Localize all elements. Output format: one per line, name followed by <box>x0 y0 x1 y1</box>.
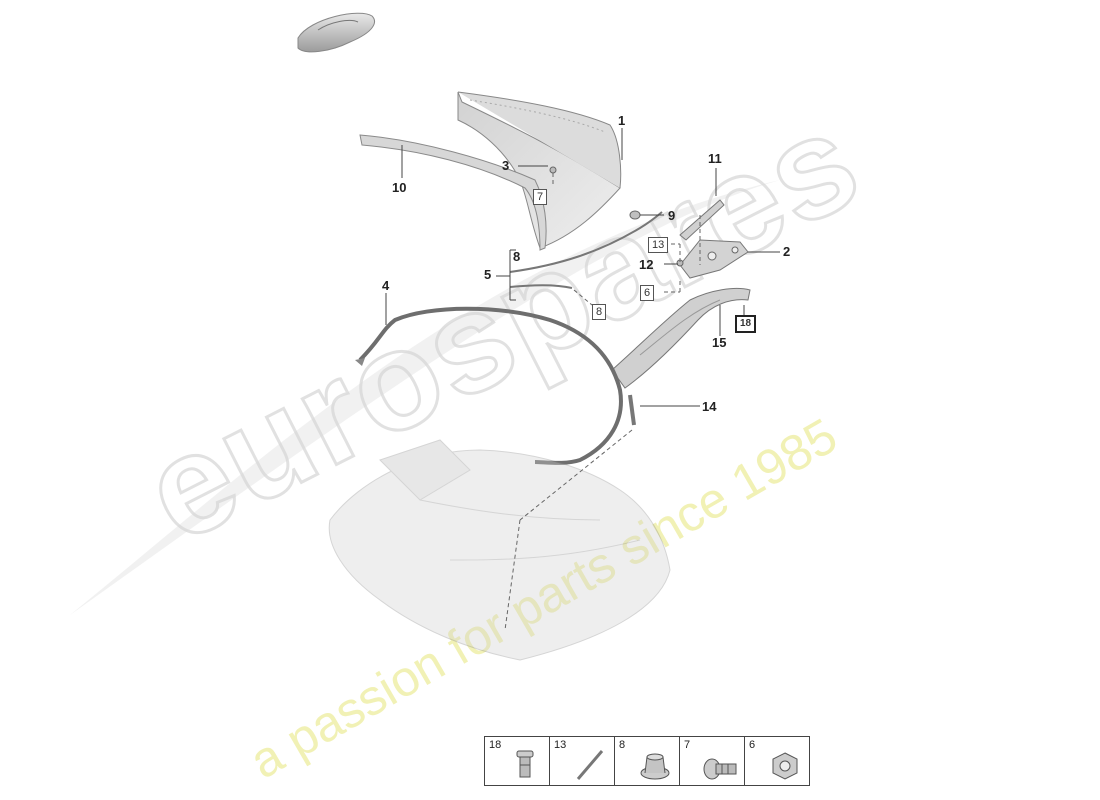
callout-10: 10 <box>392 180 407 195</box>
callout-9: 9 <box>668 208 676 223</box>
legend-cell-7: 7 <box>680 737 745 785</box>
part-15-hinge-cover <box>611 287 751 389</box>
legend-number: 6 <box>749 739 756 751</box>
part-8-seal-lower <box>509 284 573 289</box>
part-11-hinge-bracket <box>679 199 725 241</box>
part-front-lid <box>457 91 622 249</box>
legend-number: 7 <box>684 739 691 751</box>
fastener-legend: 18 13 8 7 <box>484 736 810 786</box>
part-seal-strip <box>359 134 547 251</box>
callout-5: 5 <box>484 267 492 282</box>
legend-number: 18 <box>489 739 502 751</box>
rod-icon <box>576 750 604 780</box>
part-14-rod <box>628 394 636 426</box>
part-2-hinge <box>679 239 749 279</box>
expanding-nut-icon <box>640 753 670 780</box>
callout-11: 11 <box>708 151 722 166</box>
legend-cell-8: 8 <box>615 737 680 785</box>
ref-box-18: 18 <box>735 315 757 333</box>
leader-lines <box>385 128 780 407</box>
callout-4: 4 <box>382 278 390 293</box>
callout-1: 1 <box>618 113 626 128</box>
car-thumbnail-icon <box>297 12 375 53</box>
legend-number: 8 <box>619 739 626 751</box>
legend-cell-18: 18 <box>485 737 550 785</box>
legend-cell-13: 13 <box>550 737 615 785</box>
part-4-seal-end <box>355 358 365 366</box>
clip-icon <box>516 750 534 778</box>
callout-8: 8 <box>513 249 521 264</box>
legend-number: 13 <box>554 739 567 751</box>
ref-box-13: 13 <box>648 237 669 253</box>
bolt-icon <box>703 758 737 780</box>
ref-box-6: 6 <box>640 285 655 301</box>
part-9-grommet <box>629 210 641 220</box>
callout-14: 14 <box>702 399 717 414</box>
callout-3: 3 <box>502 158 510 173</box>
callout-12: 12 <box>639 257 654 272</box>
car-body-faded <box>328 439 671 661</box>
part-4-seal <box>358 306 623 465</box>
ref-box-8: 8 <box>592 304 607 320</box>
dashed-reference-lines <box>504 173 701 631</box>
part-8-seal-upper <box>509 211 663 273</box>
ref-box-7: 7 <box>533 189 548 205</box>
hex-nut-icon <box>772 752 798 780</box>
legend-cell-6: 6 <box>745 737 809 785</box>
callout-2: 2 <box>783 244 791 259</box>
part-3-fitting <box>549 166 557 174</box>
callout-15: 15 <box>712 335 727 350</box>
